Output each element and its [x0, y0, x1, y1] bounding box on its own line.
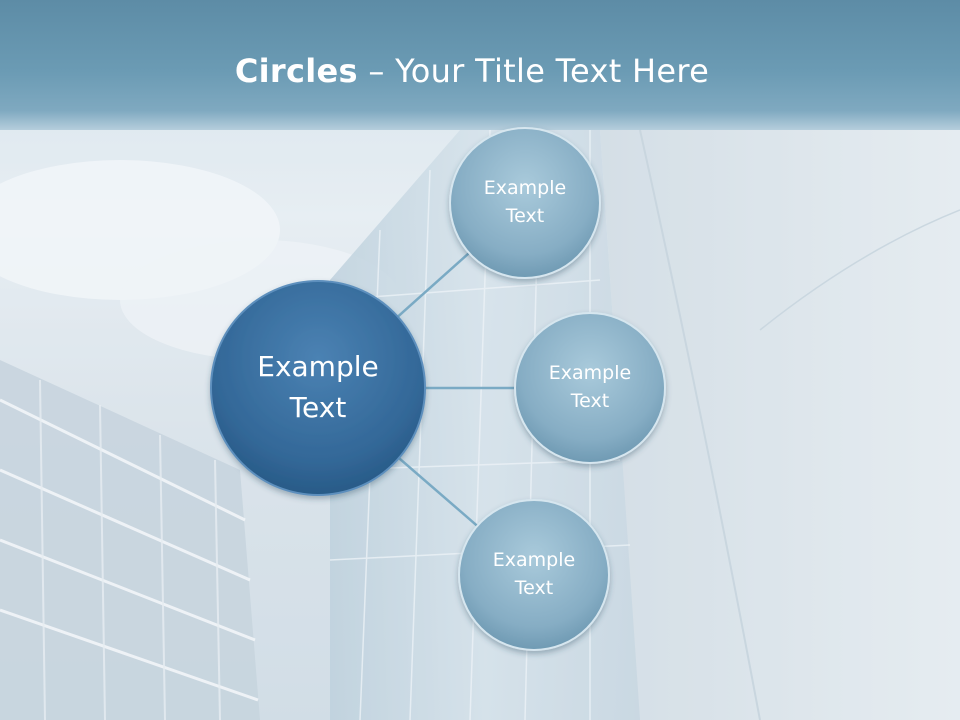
title-bold: Circles: [234, 52, 358, 90]
node-label-1[interactable]: Example Text: [450, 128, 600, 278]
node-label-2-line2: Text: [570, 390, 610, 412]
node-label-2-line1: Example: [548, 362, 632, 385]
node-label-1-line2: Text: [505, 205, 545, 227]
node-label-2[interactable]: Example Text: [515, 313, 665, 463]
center-label[interactable]: Example Text: [211, 281, 425, 495]
center-label-line1: Example: [257, 350, 379, 384]
title-bar: [0, 0, 960, 130]
node-label-3[interactable]: Example Text: [459, 500, 609, 650]
node-label-1-line1: Example: [483, 177, 567, 200]
title-rest: – Your Title Text Here: [357, 52, 710, 90]
node-circle-3[interactable]: [458, 499, 610, 651]
node-circle-1[interactable]: [449, 127, 601, 279]
node-label-3-line1: Example: [492, 549, 576, 572]
node-label-3-line2: Text: [514, 577, 554, 599]
slide-title[interactable]: Circles – Your Title Text Here: [0, 52, 944, 90]
center-circle[interactable]: [210, 280, 426, 496]
node-circle-2[interactable]: [514, 312, 666, 464]
center-label-line2: Text: [289, 391, 347, 424]
